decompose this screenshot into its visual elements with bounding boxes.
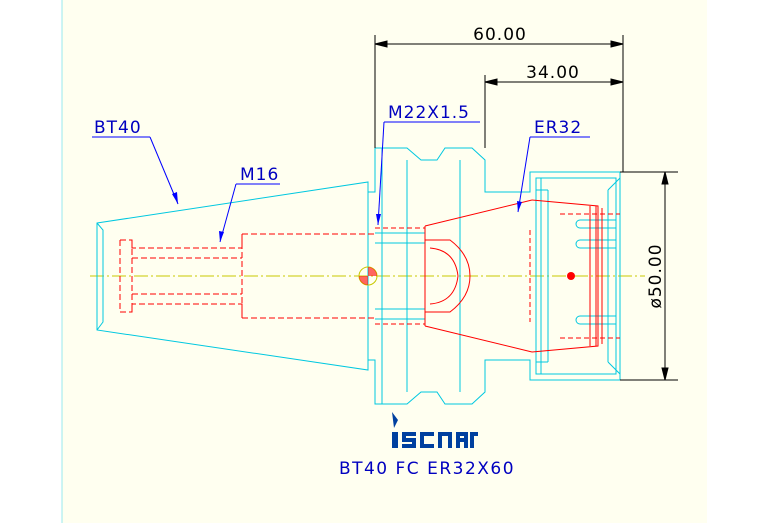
- dim-60-arrow-left: [374, 40, 388, 48]
- taper-chamfer: [96, 222, 104, 331]
- callout-arrows: [172, 192, 522, 242]
- logo-i-stem: [392, 432, 398, 448]
- dim-collet-length-label: 34.00: [526, 63, 580, 83]
- paper-sheet: [62, 0, 707, 523]
- er32-leader: [517, 136, 531, 213]
- hidden-geometry: [119, 199, 620, 353]
- dim-60-arrow-right: [610, 40, 624, 48]
- drawing-caption: BT40 FC ER32X60: [339, 459, 515, 479]
- m22-arch-inner: [429, 247, 459, 305]
- m22-arch: [425, 239, 471, 313]
- center-marks: [358, 266, 575, 286]
- logo-letters: [402, 432, 478, 448]
- collet-nut: [535, 177, 617, 375]
- collet-rings: [589, 206, 603, 346]
- dim-overall-length-label: 60.00: [473, 25, 527, 45]
- center-mark-right: [567, 272, 575, 280]
- bt40-arrow: [172, 192, 178, 204]
- callout-bt40: BT40: [94, 118, 142, 138]
- callout-er32: ER32: [534, 118, 582, 138]
- dim-dia-arrow-bottom: [661, 367, 669, 381]
- nut-chamfer: [536, 177, 621, 375]
- dim-dia-arrow-top: [661, 171, 669, 185]
- dimensions: [374, 35, 678, 381]
- m16-bore: [120, 233, 375, 319]
- callout-m16: M16: [240, 165, 279, 185]
- m22-arrow: [376, 214, 381, 225]
- logo-flame: [392, 412, 398, 428]
- flange-outline: [368, 147, 621, 405]
- er32-arrow: [517, 201, 522, 212]
- m16-arrow: [219, 231, 224, 242]
- callout-m22x1-5: M22X1.5: [388, 103, 470, 123]
- iscar-logo-icon: [392, 412, 478, 448]
- dim-diameter-label: ø50.00: [646, 243, 666, 308]
- holder-outline: [96, 147, 621, 405]
- taper-outline: [96, 181, 369, 371]
- collet-internal: [531, 199, 599, 353]
- dim-34-arrow-left: [484, 78, 498, 86]
- m22-leader: [377, 121, 385, 226]
- bt40-leader: [149, 136, 179, 205]
- center-mark-left-hatch: [359, 267, 377, 285]
- callout-leaders: [92, 121, 590, 243]
- dim-34-arrow-right: [610, 78, 624, 86]
- m22-bore: [424, 199, 533, 353]
